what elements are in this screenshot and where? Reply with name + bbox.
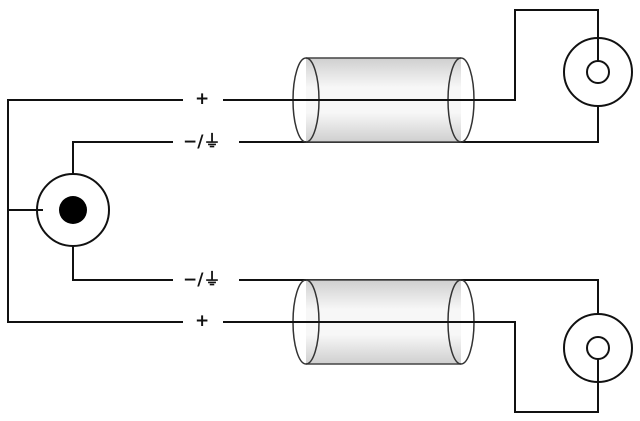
top-cable-shield [223, 57, 516, 143]
bottom-rca-center-pin [586, 336, 610, 360]
bottom-plus-label: + [195, 311, 210, 331]
bottom-cable-shield [223, 279, 516, 365]
bottom-ground-label: −/⏚ [183, 270, 221, 290]
source-jack-center-pin [59, 196, 87, 224]
common-plus-wire-left [7, 99, 183, 323]
top-ground-label: −/⏚ [183, 132, 221, 152]
top-rca-center-pin [586, 60, 610, 84]
top-rca-connector [563, 37, 633, 107]
top-ground-wire-left [72, 141, 173, 175]
top-plus-label: + [195, 89, 210, 109]
source-stereo-jack [7, 173, 110, 247]
bottom-ground-wire-left [72, 245, 173, 281]
bottom-rca-connector [563, 313, 633, 383]
